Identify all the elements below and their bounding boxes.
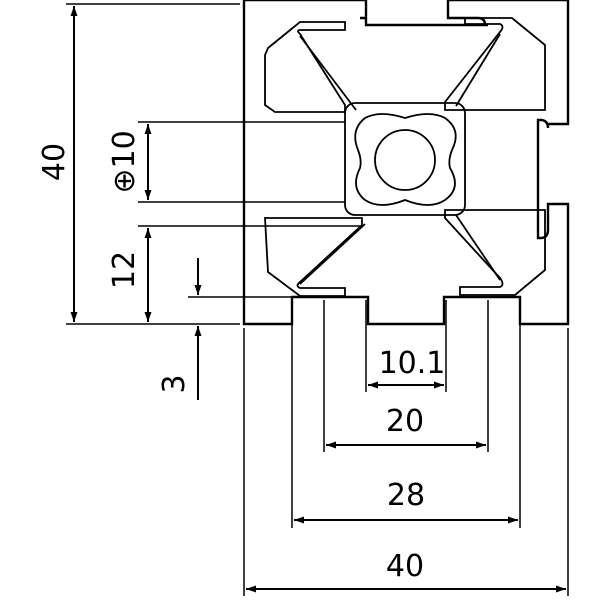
core-hole — [374, 129, 436, 191]
web-bottom-right — [455, 214, 501, 281]
dim-wall-label: 3 — [157, 374, 192, 393]
chamber-bottom-right — [444, 209, 546, 296]
dim-slot-width-label: 28 — [387, 478, 425, 513]
dim-slot-inner-label: 20 — [386, 404, 424, 439]
core-bore — [354, 113, 457, 206]
dim-slot-depth: 12 — [107, 225, 362, 322]
dim-bore-label: ⊕10 — [107, 130, 142, 193]
dim-bore: ⊕10 — [107, 121, 345, 203]
dim-slot-opening: 10.1 — [368, 346, 446, 389]
dim-slot-width: 28 — [294, 478, 518, 524]
web-top-right — [455, 33, 501, 107]
core-square — [344, 102, 466, 216]
profile-outer-contour — [242, 0, 570, 326]
dim-height-total-label: 40 — [37, 143, 72, 181]
web-bottom-left — [299, 223, 366, 285]
dim-width-total: 40 — [246, 549, 566, 593]
dim-height-total: 40 — [37, 3, 240, 325]
chamber-top-right — [444, 17, 546, 111]
web-top-left — [299, 35, 357, 111]
aluminium-profile-section — [242, 0, 570, 326]
chamber-bottom-left — [264, 217, 363, 297]
dim-width-total-label: 40 — [386, 549, 424, 584]
dim-slot-opening-label: 10.1 — [379, 346, 446, 381]
dim-wall: 3 — [157, 258, 292, 400]
dim-slot-depth-label: 12 — [107, 251, 142, 289]
horizontal-extension-lines — [243, 300, 569, 596]
dim-slot-inner: 20 — [326, 404, 486, 449]
chamber-top-left — [264, 21, 346, 113]
